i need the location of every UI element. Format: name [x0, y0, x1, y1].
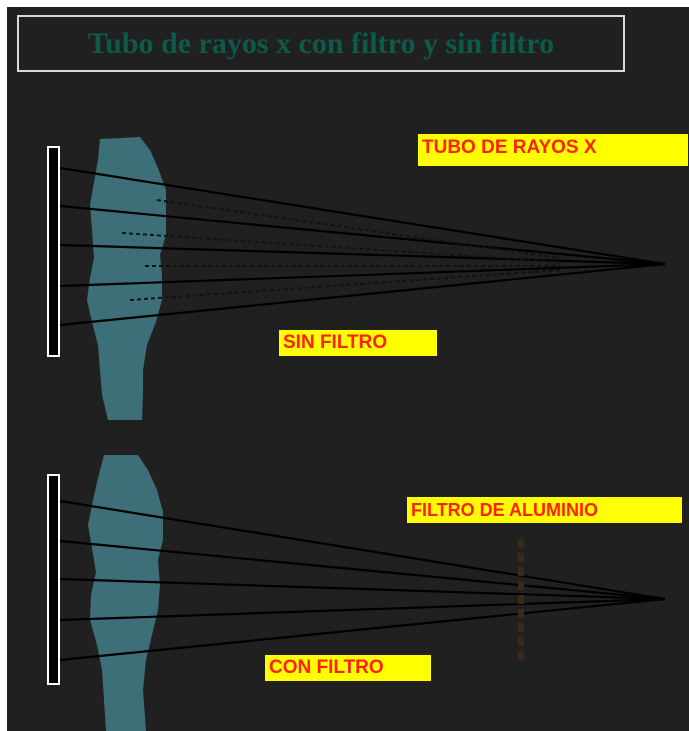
beam-lines-bottom	[59, 499, 666, 662]
scatter-rays-top	[121, 199, 561, 301]
patient-body-top	[87, 137, 166, 420]
label-without-filter: SIN FILTRO	[279, 330, 437, 356]
label-aluminum-filter: FILTRO DE ALUMINIO	[407, 497, 682, 523]
label-tube: TUBO DE RAYOS X	[418, 134, 688, 166]
film-plate-bottom	[47, 474, 60, 685]
panel-with-filter	[47, 455, 666, 731]
label-with-filter: CON FILTRO	[265, 655, 431, 681]
film-plate-top	[47, 146, 60, 357]
patient-body-bottom	[88, 455, 163, 731]
diagram-title: Tubo de rayos x con filtro y sin filtro	[87, 26, 555, 60]
title-box: Tubo de rayos x con filtro y sin filtro	[17, 15, 625, 72]
panel-without-filter	[47, 137, 666, 420]
beam-lines-top	[59, 166, 666, 327]
